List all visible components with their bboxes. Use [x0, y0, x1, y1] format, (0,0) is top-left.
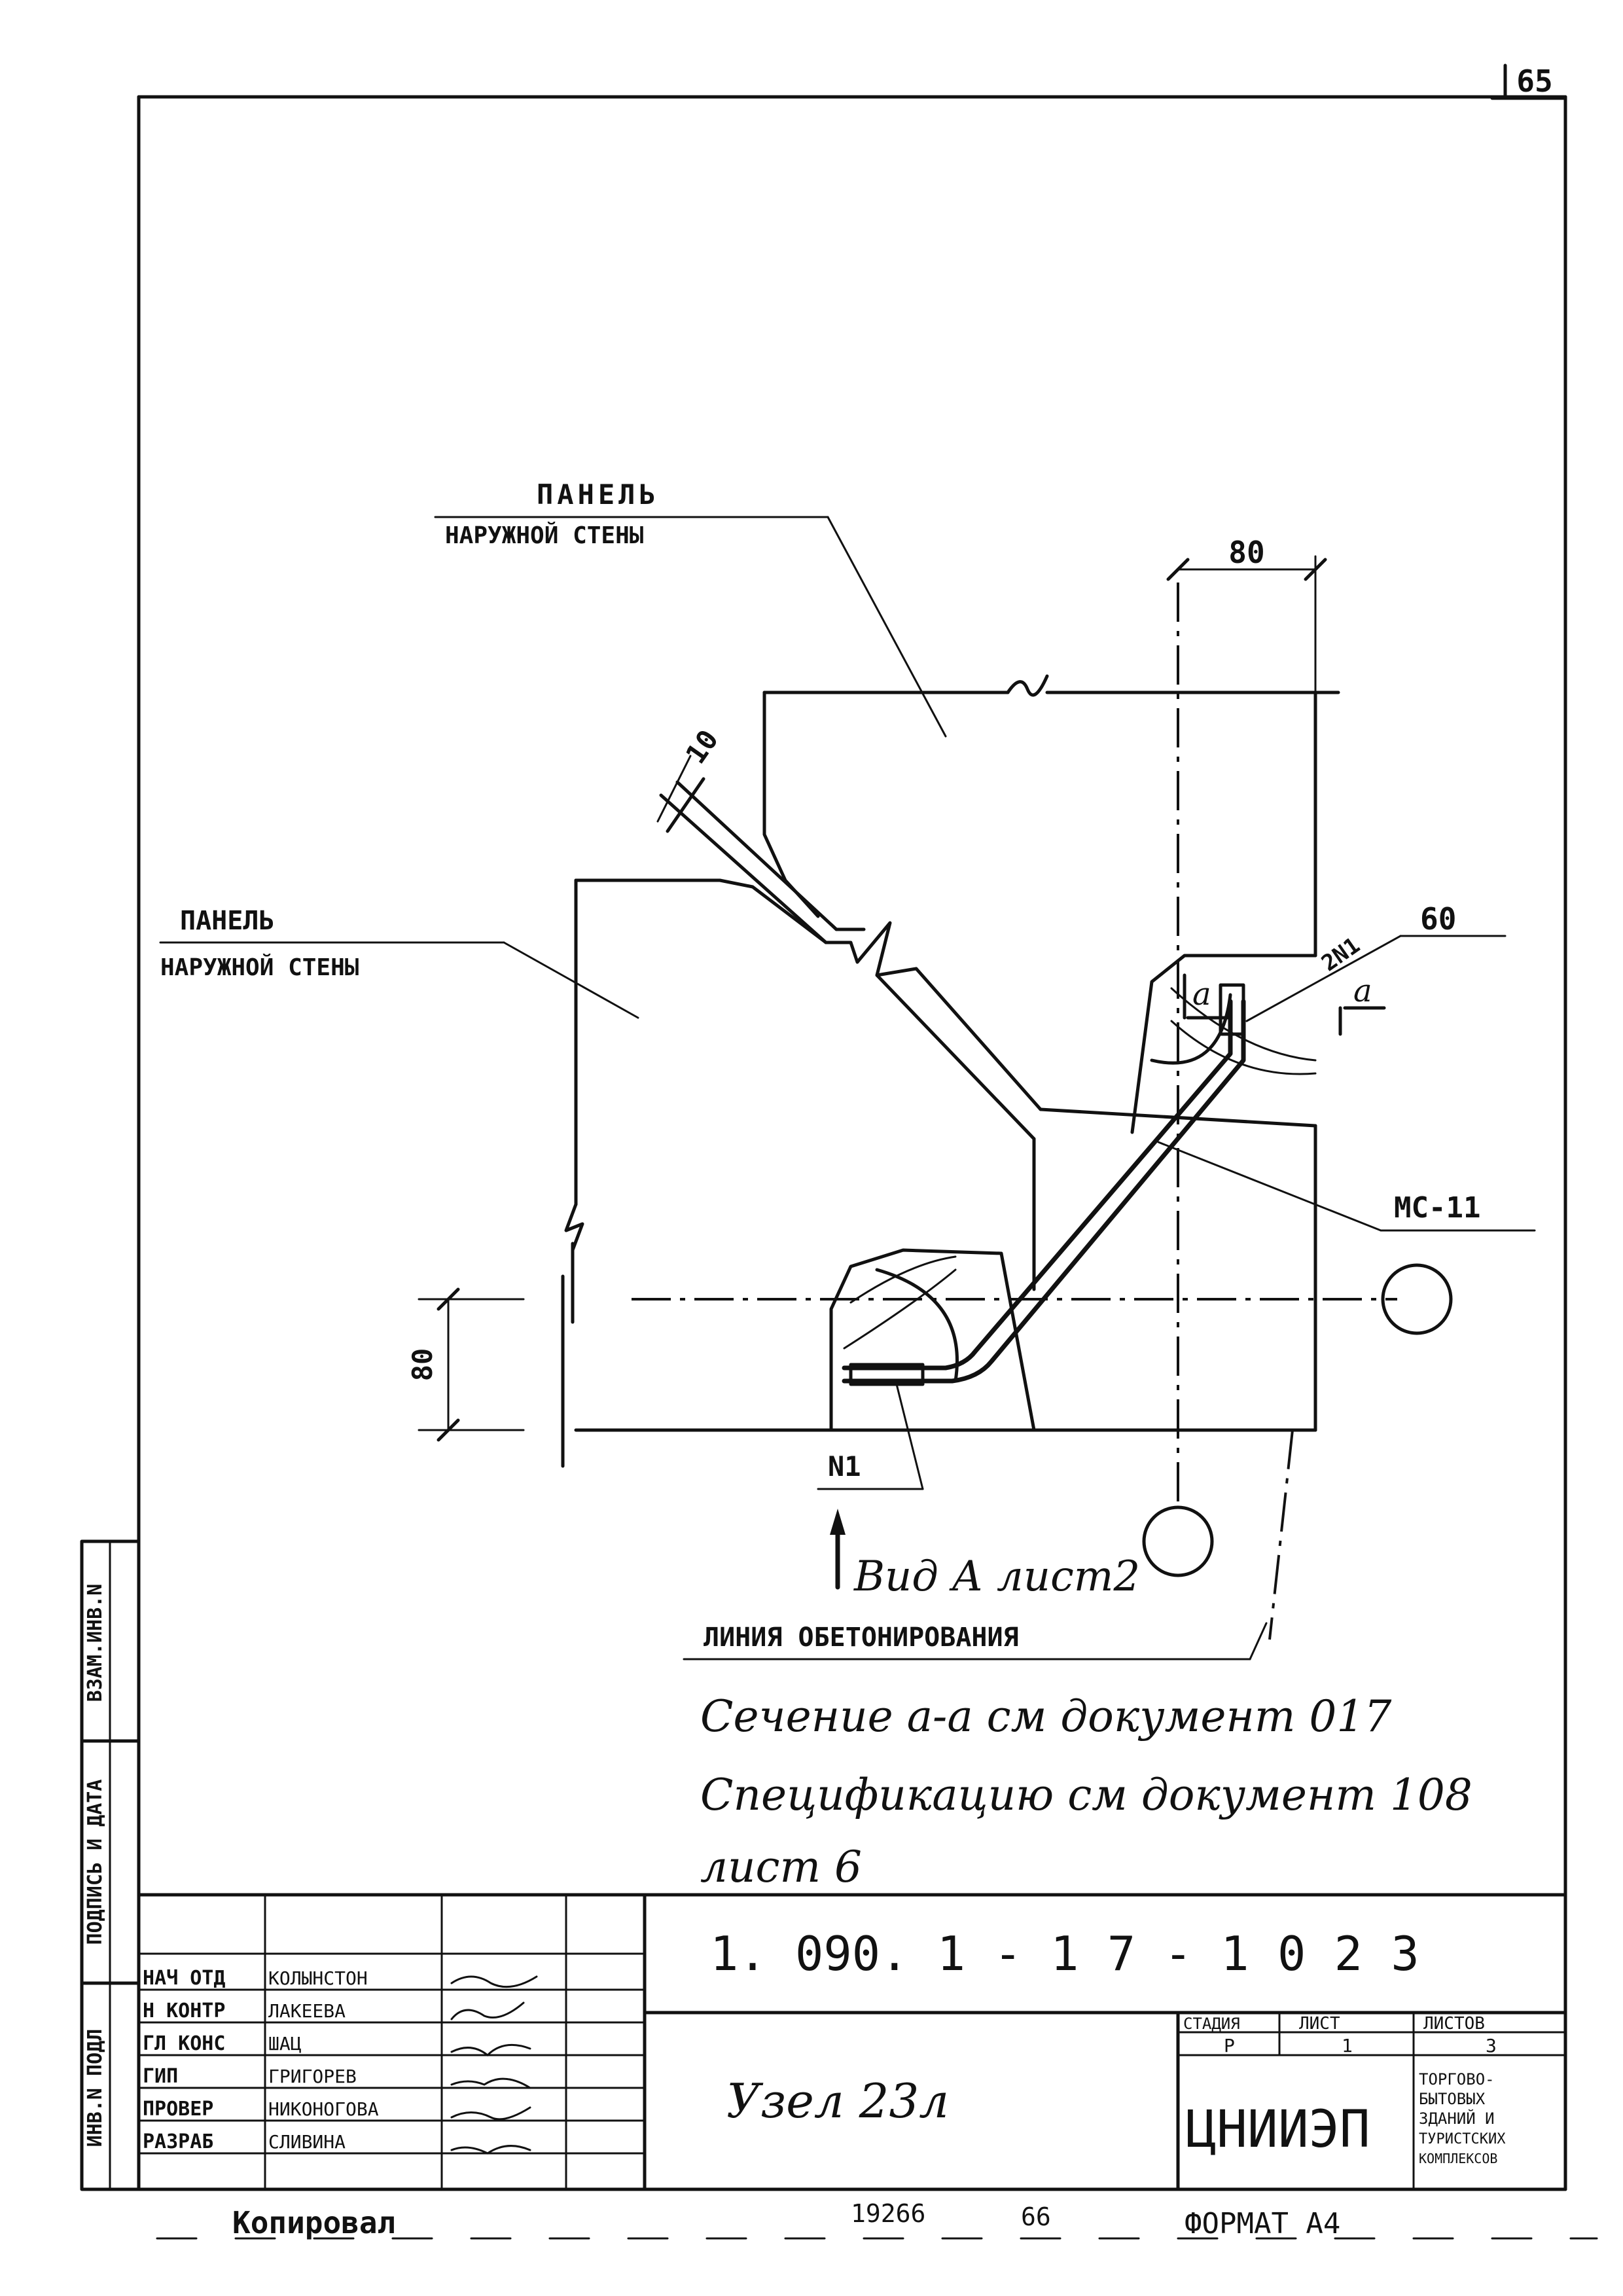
section-mark-right: a [1353, 973, 1372, 1009]
org-desc-2: ЗДАНИЙ И [1419, 2109, 1495, 2128]
org-desc-1: БЫТОВЫХ [1419, 2090, 1486, 2108]
dimension-top [1166, 555, 1327, 695]
stage-header: СТАДИЯ [1183, 2015, 1240, 2033]
leader-2n1 [1245, 935, 1507, 1022]
dimension-left [418, 1287, 525, 1442]
note-specification: Спецификацию см документ 108 [700, 1770, 1472, 1820]
bottom-number-2: 66 [1021, 2202, 1051, 2231]
name-1: ЛАКЕЕВА [268, 2000, 346, 2022]
concrete-line-leader-2 [1249, 1622, 1268, 1660]
upper-panel-label-1: ПАНЕЛЬ [537, 478, 660, 511]
left-panel-label-1: ПАНЕЛЬ [180, 906, 275, 936]
name-2: ШАЦ [268, 2033, 302, 2054]
name-4: НИКОНОГОВА [268, 2098, 379, 2120]
page-number: 65 [1516, 63, 1552, 99]
view-label: Вид А лист2 [853, 1552, 1140, 1601]
stage-value: Р [1224, 2035, 1235, 2056]
sheets-header: ЛИСТОВ [1423, 2014, 1485, 2034]
org-desc-4: КОМПЛЕКСОВ [1419, 2151, 1497, 2166]
rebar-dim: 60 [1420, 901, 1456, 937]
sheet-format: ФОРМАТ А4 [1185, 2207, 1340, 2240]
dimension-joint-tick [666, 777, 705, 833]
note-sheet: лист 6 [700, 1842, 862, 1892]
name-3: ГРИГОРЕВ [268, 2066, 357, 2087]
note-section: Сечение а-а см документ 017 [700, 1691, 1391, 1742]
section-mark-left: a [1192, 976, 1211, 1013]
drawing-title: Узел 23л [726, 2073, 949, 2128]
concrete-line-label: ЛИНИЯ ОБЕТОНИРОВАНИЯ [704, 1623, 1019, 1653]
role-2: ГЛ КОНС [143, 2032, 225, 2055]
role-0: НАЧ ОТД [143, 1967, 225, 1990]
title-block [137, 1893, 1567, 2191]
org-desc-0: ТОРГОВО- [1419, 2070, 1495, 2089]
view-arrow [830, 1509, 846, 1590]
rebar-callout: 2N1 [1317, 932, 1364, 977]
side-stamp-inv: ИНВ.N ПОДЛ [84, 2029, 107, 2147]
leader-upper-panel [434, 516, 947, 738]
mc11-label: МС-11 [1394, 1191, 1480, 1225]
leader-left-panel [159, 941, 639, 1019]
left-panel-label-2: НАРУЖНОЙ СТЕНЫ [160, 954, 359, 981]
side-stamp-replace: ВЗАМ.ИНВ.N [84, 1584, 107, 1702]
doc-code: 1. 090. 1 - 1 7 - 1 0 2 3 [710, 1926, 1419, 1981]
leader-n1 [817, 1383, 924, 1490]
org-desc-3: ТУРИСТСКИХ [1419, 2131, 1506, 2147]
role-3: ГИП [143, 2065, 178, 2088]
role-5: РАЗРАБ [143, 2130, 213, 2153]
copied-by: Копировал [232, 2205, 395, 2240]
sheets-value: 3 [1486, 2035, 1497, 2056]
role-1: Н КОНТР [143, 2000, 225, 2022]
joint-drawing [561, 583, 1453, 1640]
name-5: СЛИВИНА [268, 2131, 346, 2153]
dimension-left-label: 80 [406, 1348, 438, 1382]
n1-label: N1 [828, 1450, 861, 1482]
sheet-value: 1 [1342, 2035, 1353, 2056]
name-0: КОЛЫНСТОН [268, 1967, 368, 1989]
role-4: ПРОВЕР [143, 2098, 213, 2121]
sheet-header: ЛИСТ [1299, 2014, 1340, 2034]
dimension-top-label: 80 [1228, 535, 1264, 570]
side-stamp-sign: ПОДПИСЬ И ДАТА [84, 1780, 107, 1945]
org-name: ЦНИИЭП [1186, 2100, 1370, 2159]
leader-mc11 [1157, 1141, 1536, 1232]
sheet-frame [137, 63, 1567, 2191]
bottom-number-1: 19266 [851, 2199, 925, 2228]
side-stamp [80, 1539, 141, 2191]
upper-panel-label-2: НАРУЖНОЙ СТЕНЫ [445, 522, 643, 549]
